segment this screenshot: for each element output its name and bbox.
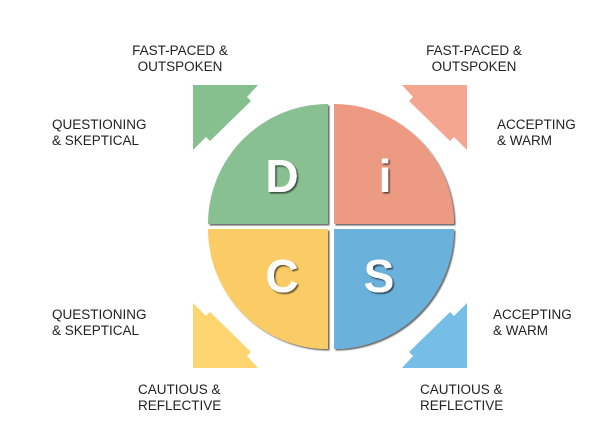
label-right-upper: ACCEPTING& WARM <box>497 117 576 148</box>
quadrant-c <box>208 229 328 349</box>
label-right-lower: ACCEPTING& WARM <box>493 307 572 338</box>
letter-s: S <box>364 250 395 302</box>
quadrant-d <box>208 104 328 224</box>
label-bottom-right: CAUTIOUS &REFLECTIVE <box>420 382 504 413</box>
label-top-right: FAST-PACED &OUTSPOKEN <box>426 43 522 74</box>
label-left-lower: QUESTIONING& SKEPTICAL <box>52 307 147 338</box>
letter-i: i <box>379 150 392 202</box>
letter-c: C <box>265 250 298 302</box>
letter-d: D <box>265 150 298 202</box>
label-left-upper: QUESTIONING& SKEPTICAL <box>52 117 147 148</box>
label-bottom-left: CAUTIOUS &REFLECTIVE <box>138 382 222 413</box>
quadrant-s <box>334 229 454 349</box>
quadrant-i <box>334 104 454 224</box>
label-top-left: FAST-PACED &OUTSPOKEN <box>132 43 228 74</box>
